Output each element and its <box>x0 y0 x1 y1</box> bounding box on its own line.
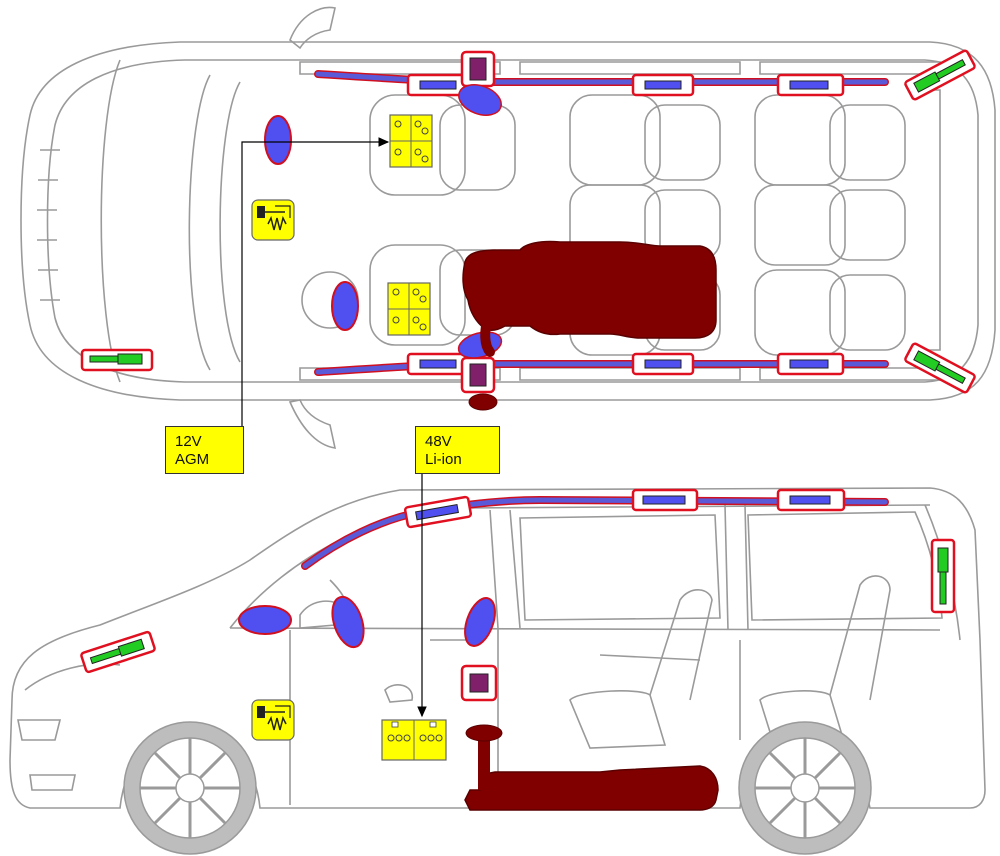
top-heater-component <box>251 199 295 241</box>
top-sensor-rear-left <box>904 49 976 101</box>
top-side-airbag-front-left <box>458 84 502 116</box>
side-fuel-filler <box>465 724 503 742</box>
rear-wheel <box>738 721 872 855</box>
top-fuel-tank <box>462 240 717 339</box>
top-inflator-6 <box>776 352 845 376</box>
side-inflator-1 <box>403 495 473 529</box>
top-driver-airbag <box>264 115 292 165</box>
top-control-unit-left <box>460 50 496 88</box>
side-control-unit <box>460 664 498 702</box>
side-dashboard-airbag <box>238 605 292 635</box>
label-12v-line1: 12V <box>175 433 202 450</box>
top-inflator-3 <box>776 73 845 97</box>
side-sensor-rear <box>930 538 956 614</box>
side-thorax-airbag-front <box>331 595 365 649</box>
top-inflator-1 <box>406 73 470 97</box>
label-48v-line2: Li-ion <box>425 451 462 468</box>
label-48v-line1: 48V <box>425 433 452 450</box>
top-passenger-airbag <box>331 281 359 331</box>
top-sensor-rear-right <box>904 342 976 394</box>
top-battery-12v <box>389 114 433 168</box>
top-fuel-filler <box>468 393 498 411</box>
side-battery <box>381 719 447 761</box>
side-heater-component <box>251 699 295 741</box>
top-view-vehicle-body <box>20 6 996 449</box>
top-inflator-2 <box>631 73 695 97</box>
top-sensor-front <box>80 348 154 372</box>
top-inflator-5 <box>631 352 695 376</box>
label-48v-li-ion: 48V Li-ion <box>415 426 500 474</box>
side-inflator-3 <box>776 488 846 512</box>
side-sensor-front <box>80 630 156 674</box>
top-control-unit-right <box>460 356 496 394</box>
side-thorax-airbag-second <box>464 597 496 647</box>
label-12v-line2: AGM <box>175 451 210 468</box>
top-battery-48v <box>387 282 431 336</box>
leader-line-12v <box>241 137 390 428</box>
top-fuel-pipe <box>480 315 495 357</box>
label-12v-agm: 12V AGM <box>165 426 244 474</box>
side-inflator-2 <box>631 488 699 512</box>
top-inflator-4 <box>406 352 470 376</box>
front-wheel <box>123 721 257 855</box>
side-fuel-tank <box>464 765 719 811</box>
